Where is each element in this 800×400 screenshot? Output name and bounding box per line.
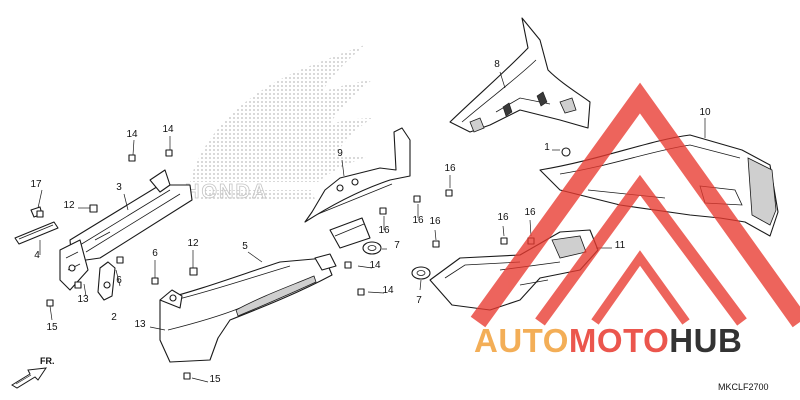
callout-16: 16 — [429, 216, 441, 227]
leader-lines — [37, 71, 706, 383]
callout-13: 13 — [134, 319, 146, 330]
callout-14: 14 — [369, 260, 381, 271]
callout-16: 16 — [524, 207, 536, 218]
callout-16: 16 — [412, 215, 424, 226]
callout-17: 17 — [30, 179, 42, 190]
callout-11: 11 — [615, 240, 626, 251]
callout-13: 13 — [77, 294, 89, 305]
callout-3: 3 — [116, 182, 122, 193]
callout-2: 2 — [111, 312, 117, 323]
part-7-grommets — [362, 241, 431, 280]
callout-8: 8 — [494, 59, 500, 70]
callout-14: 14 — [382, 285, 394, 296]
svg-text:HONDA: HONDA — [185, 181, 268, 203]
diagram-code: MKCLF2700 — [718, 382, 769, 392]
front-direction-arrow: FR. — [11, 356, 55, 389]
watermark-logo-icon — [470, 82, 800, 328]
brand-word-hub: HUB — [669, 322, 742, 359]
callout-16: 16 — [497, 212, 509, 223]
callout-16: 16 — [378, 225, 390, 236]
part-2-clip — [97, 261, 116, 301]
callout-4: 4 — [34, 250, 40, 261]
wing-logo-watermark: HONDA — [185, 45, 372, 203]
callout-6: 6 — [152, 248, 158, 259]
brand-word-moto: MOTO — [569, 322, 669, 359]
brand-word-auto: AUTO — [474, 322, 569, 359]
callout-1: 1 — [544, 142, 550, 153]
callout-10: 10 — [699, 107, 711, 118]
callout-15: 15 — [209, 374, 221, 385]
callout-5: 5 — [242, 241, 248, 252]
part-9-bracket — [304, 127, 411, 249]
watermark-brand: AUTOMOTOHUB — [474, 322, 742, 359]
part-8-upper-cowl — [449, 17, 591, 133]
callout-14: 14 — [126, 129, 138, 140]
part-4-pad — [14, 221, 59, 245]
callout-6: 6 — [116, 275, 122, 286]
part-3-bracket — [59, 169, 193, 291]
callout-12: 12 — [63, 200, 75, 211]
callout-12: 12 — [187, 238, 199, 249]
callout-7: 7 — [416, 295, 422, 306]
front-direction-label: FR. — [40, 356, 55, 366]
callout-15: 15 — [46, 322, 58, 333]
callout-14: 14 — [162, 124, 174, 135]
callout-9: 9 — [337, 148, 343, 159]
part-5-side-cover — [159, 253, 337, 363]
callout-16: 16 — [444, 163, 456, 174]
callout-7: 7 — [394, 240, 400, 251]
